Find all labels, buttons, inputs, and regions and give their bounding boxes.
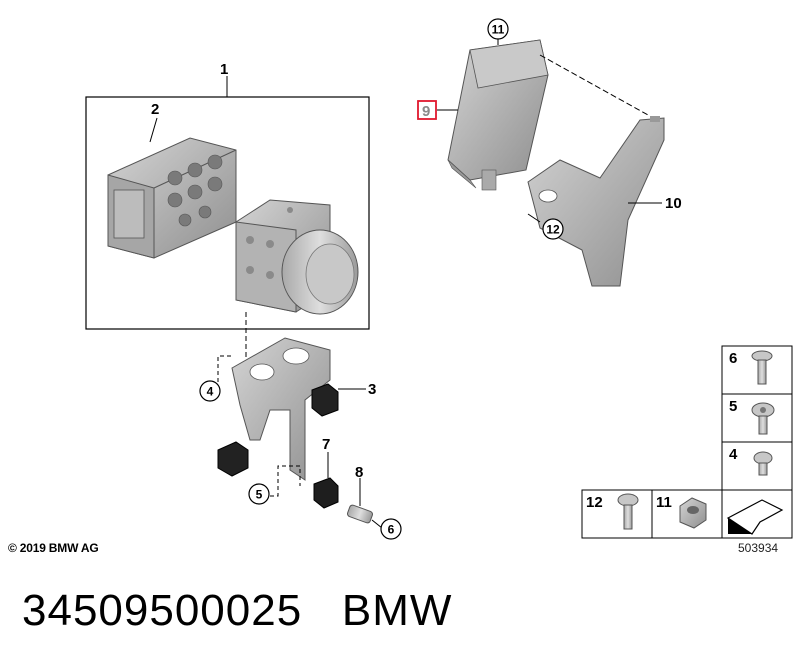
grid-label-5: 5: [729, 398, 737, 415]
fastener-grid: [581, 345, 793, 539]
svg-text:5: 5: [256, 488, 263, 502]
screw-6-icon[interactable]: [751, 350, 773, 385]
brand-name: BMW: [341, 586, 453, 635]
grommet-part[interactable]: [313, 477, 339, 509]
diagram-id: 503934: [738, 541, 779, 555]
callout-5: 5: [248, 483, 270, 505]
grid-label-6: 6: [729, 350, 737, 367]
lower-bracket-part[interactable]: [217, 337, 339, 481]
grid-label-12: 12: [586, 494, 603, 511]
exploded-parts-diagram: 1 2 3 7 8 9 10 4 5 6 11 12: [85, 18, 793, 540]
assembly-frame: [85, 76, 370, 330]
highlight-box: [417, 100, 437, 120]
screw-12-icon[interactable]: [617, 493, 639, 530]
part-caption: 34509500025 BMW: [22, 586, 452, 636]
control-unit-part[interactable]: [107, 137, 237, 259]
screw-5-icon[interactable]: [751, 402, 775, 435]
label-9: 9: [422, 103, 430, 120]
nut-11-icon[interactable]: [679, 497, 707, 529]
label-7: 7: [322, 436, 330, 453]
label-10: 10: [665, 195, 682, 212]
screw-4-icon[interactable]: [753, 451, 773, 476]
sleeve-part[interactable]: [347, 504, 374, 524]
label-3: 3: [368, 381, 376, 398]
copyright-text: © 2019 BMW AG: [8, 541, 99, 555]
callout-6: 6: [380, 518, 402, 540]
svg-text:4: 4: [207, 385, 214, 399]
callout-11: 11: [487, 18, 509, 40]
grid-label-4: 4: [729, 446, 738, 463]
grid-label-11: 11: [656, 494, 672, 511]
label-2: 2: [151, 101, 159, 118]
callout-12: 12: [542, 218, 564, 240]
label-8: 8: [355, 464, 363, 481]
part-number: 34509500025: [22, 586, 303, 635]
svg-text:6: 6: [388, 523, 395, 537]
svg-text:11: 11: [492, 23, 505, 37]
svg-text:12: 12: [546, 223, 560, 237]
hydraulic-unit-part[interactable]: [235, 199, 359, 315]
arrow-icon: [726, 499, 784, 535]
callout-4: 4: [199, 380, 221, 402]
control-module-part[interactable]: [447, 39, 549, 191]
module-bracket-part[interactable]: [527, 116, 665, 287]
label-1: 1: [220, 61, 228, 78]
